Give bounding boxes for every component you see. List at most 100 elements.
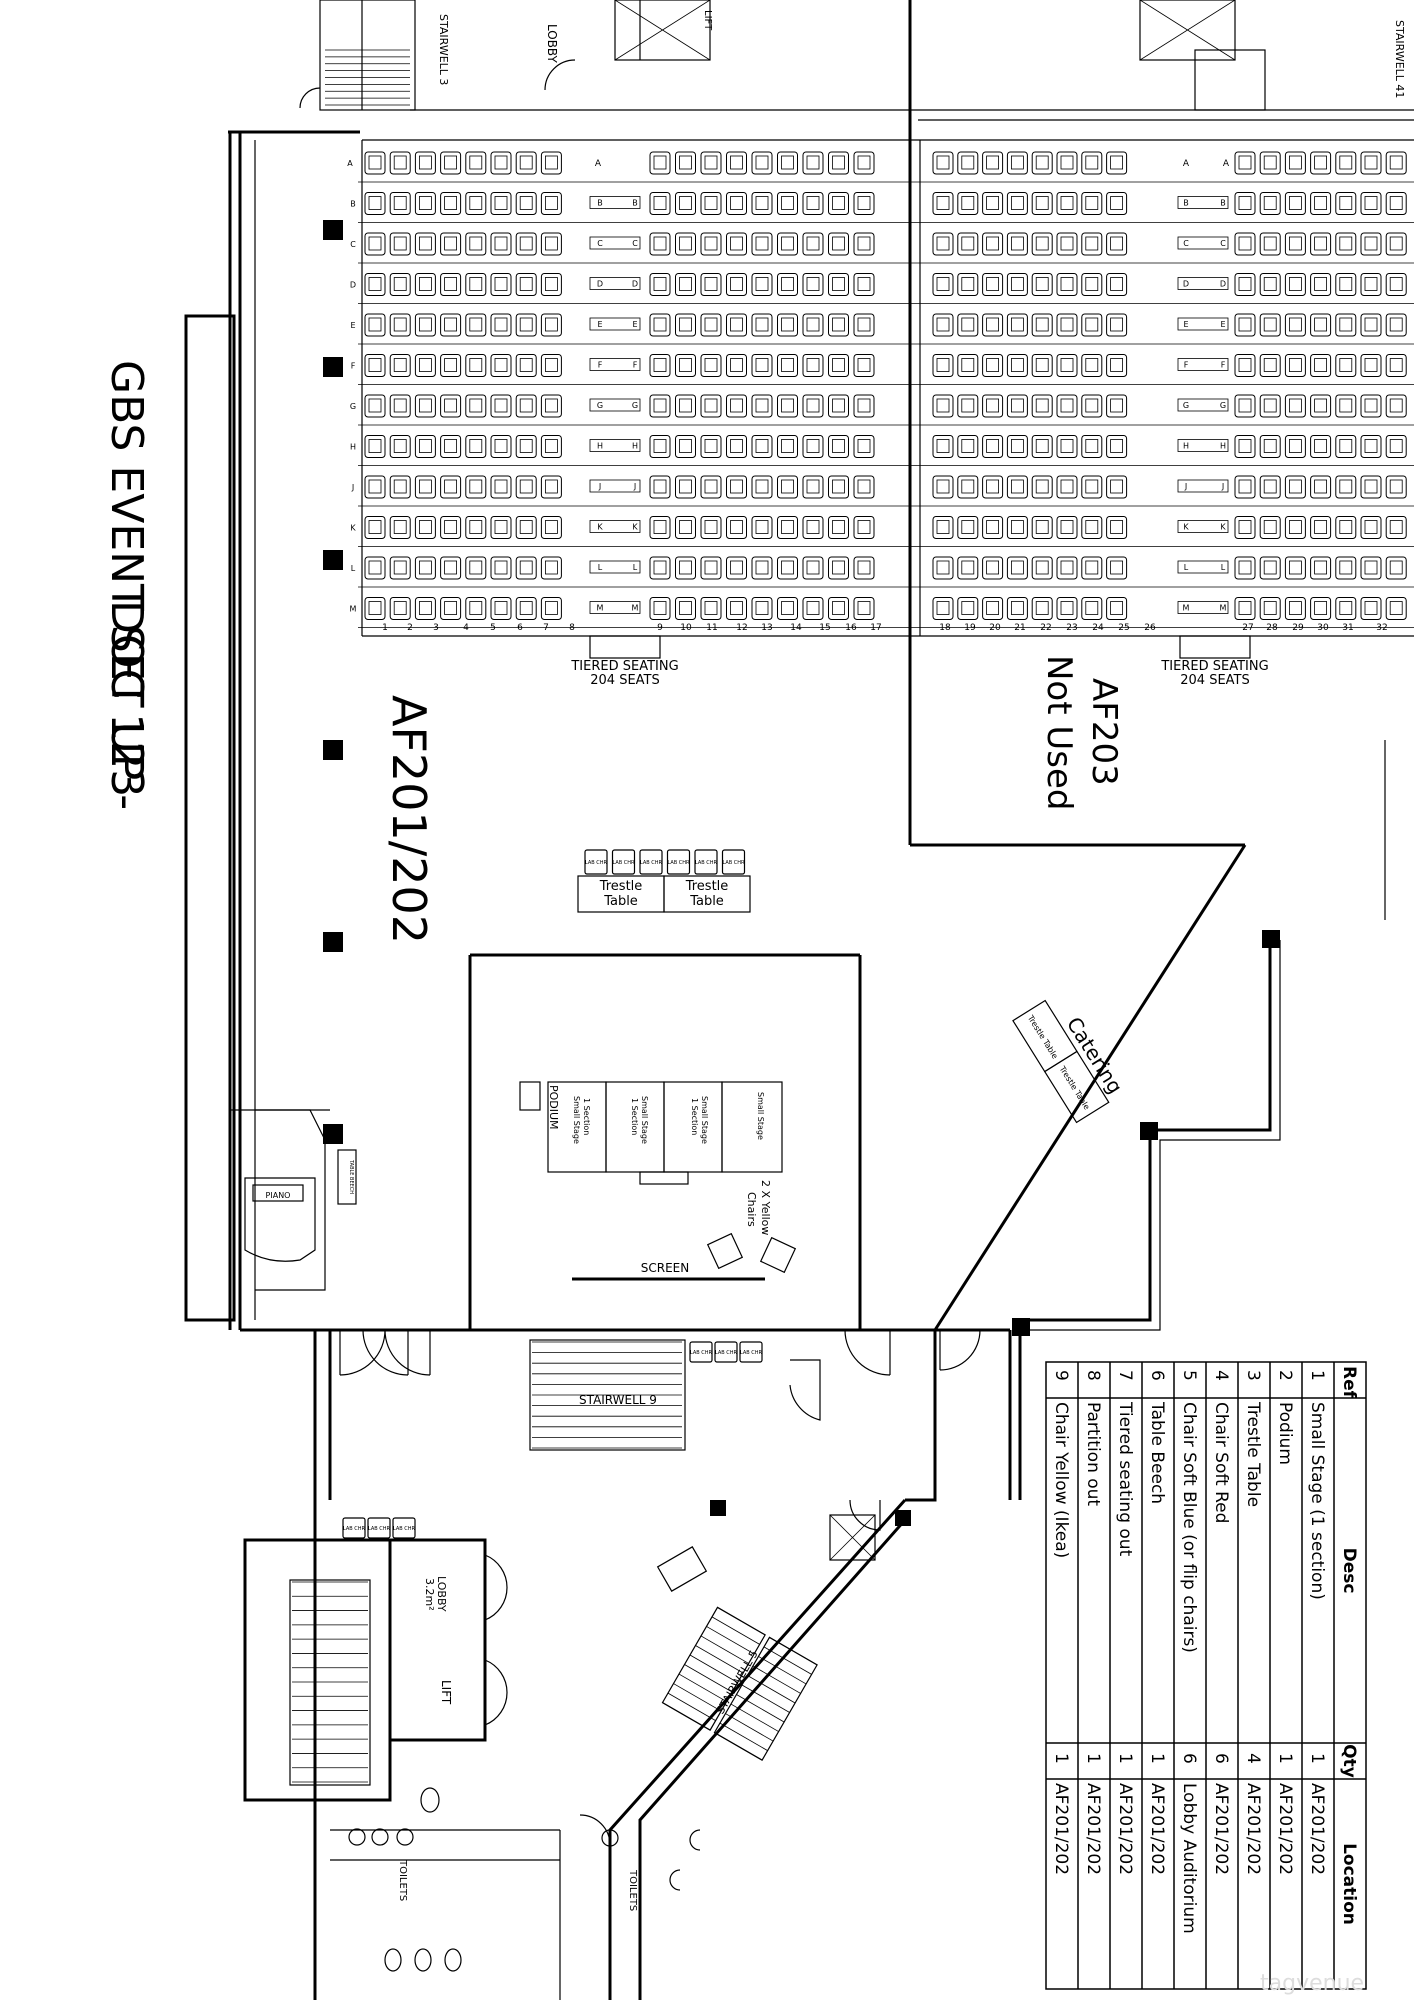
seat <box>364 516 386 539</box>
row-letter: M <box>597 604 604 613</box>
seat <box>932 475 954 499</box>
seat <box>982 556 1004 580</box>
seat <box>389 273 411 296</box>
seat <box>364 151 386 175</box>
row-aisle-box <box>1177 196 1229 209</box>
seat <box>1360 556 1382 580</box>
seat-cushion <box>368 520 382 534</box>
seat <box>1056 354 1078 377</box>
page-title-overlap: DOC 123 <box>101 600 152 797</box>
soft-chair <box>689 1341 713 1363</box>
seat <box>1031 556 1053 580</box>
seat-cushion <box>545 398 558 413</box>
legend-ref: 4 <box>1211 1370 1231 1381</box>
legend-desc: Small Stage (1 section) <box>1307 1402 1327 1600</box>
seat <box>465 354 487 377</box>
seat-cushion <box>1289 277 1302 291</box>
seat-cushion <box>418 236 432 251</box>
seat <box>364 556 386 580</box>
seat-cushion <box>393 560 407 575</box>
seat-cushion <box>832 317 845 332</box>
seat <box>1385 475 1407 499</box>
seat-cushion <box>806 560 820 575</box>
seat-cushion <box>1364 479 1378 494</box>
stair-tread <box>747 1675 796 1704</box>
row-letter: G <box>632 401 638 410</box>
seat-cushion <box>1110 398 1123 413</box>
seat <box>1056 273 1078 296</box>
seat-cushion <box>1339 520 1353 534</box>
row-letter: C <box>1183 239 1189 248</box>
seat-cushion <box>1011 479 1024 494</box>
row-letter: E <box>1220 320 1225 329</box>
seat-cushion <box>368 317 382 332</box>
seat-cushion <box>961 560 975 575</box>
seat <box>414 151 436 175</box>
seat <box>853 556 875 580</box>
seat <box>802 192 824 215</box>
legend-header: Qty <box>1339 1744 1359 1778</box>
row-aisle-box <box>589 439 641 452</box>
seat-cushion <box>1011 398 1024 413</box>
seat <box>440 394 462 418</box>
seat <box>1385 435 1407 458</box>
seat-cushion <box>1085 560 1099 575</box>
row-letter: J <box>1184 482 1187 491</box>
seat <box>364 192 386 215</box>
seat-cushion <box>494 277 508 291</box>
seat-cushion <box>444 196 458 210</box>
seat-number: 18 <box>939 623 951 633</box>
legend-location: AF201/202 <box>1051 1783 1071 1875</box>
seat <box>649 475 671 499</box>
seat-cushion <box>494 520 508 534</box>
legend-ref: 3 <box>1243 1370 1263 1381</box>
seat-cushion <box>1238 479 1252 494</box>
seat <box>465 556 487 580</box>
seat-cushion <box>1110 520 1123 534</box>
seat-cushion <box>393 520 407 534</box>
seat <box>540 192 562 215</box>
seat-cushion <box>730 439 743 453</box>
seat-cushion <box>730 520 743 534</box>
seat-cushion <box>730 398 743 413</box>
seat <box>802 232 824 256</box>
seat <box>649 192 671 215</box>
seat-cushion <box>494 601 508 615</box>
seat-cushion <box>961 520 975 534</box>
legend-location: AF201/202 <box>1307 1783 1327 1875</box>
seat <box>649 556 671 580</box>
seat <box>1006 475 1028 499</box>
seat-cushion <box>1085 398 1099 413</box>
seat-cushion <box>1289 601 1302 615</box>
seat-cushion <box>653 560 667 575</box>
seat <box>700 192 722 215</box>
seat <box>751 232 773 256</box>
seat <box>364 475 386 499</box>
seat-cushion <box>653 196 667 210</box>
stair-tread <box>758 1656 807 1685</box>
seat <box>1006 556 1028 580</box>
seat <box>465 394 487 418</box>
seat <box>1360 273 1382 296</box>
seat-cushion <box>679 277 692 291</box>
seat-cushion <box>519 398 533 413</box>
seat-cushion <box>1085 601 1099 615</box>
seat-cushion <box>1110 155 1123 170</box>
seat <box>414 475 436 499</box>
seat-cushion <box>368 560 382 575</box>
seat <box>1106 273 1128 296</box>
seat <box>1360 354 1382 377</box>
seat <box>853 597 875 620</box>
seat <box>982 475 1004 499</box>
seat <box>828 597 849 620</box>
seat <box>726 354 747 377</box>
seat-cushion <box>653 277 667 291</box>
seat <box>389 354 411 377</box>
seat-number: 4 <box>463 623 469 633</box>
stair-tread <box>695 1645 744 1674</box>
seat-cushion <box>936 155 950 170</box>
seat <box>1234 313 1256 337</box>
seat <box>414 516 436 539</box>
seat-number: 20 <box>989 623 1001 633</box>
